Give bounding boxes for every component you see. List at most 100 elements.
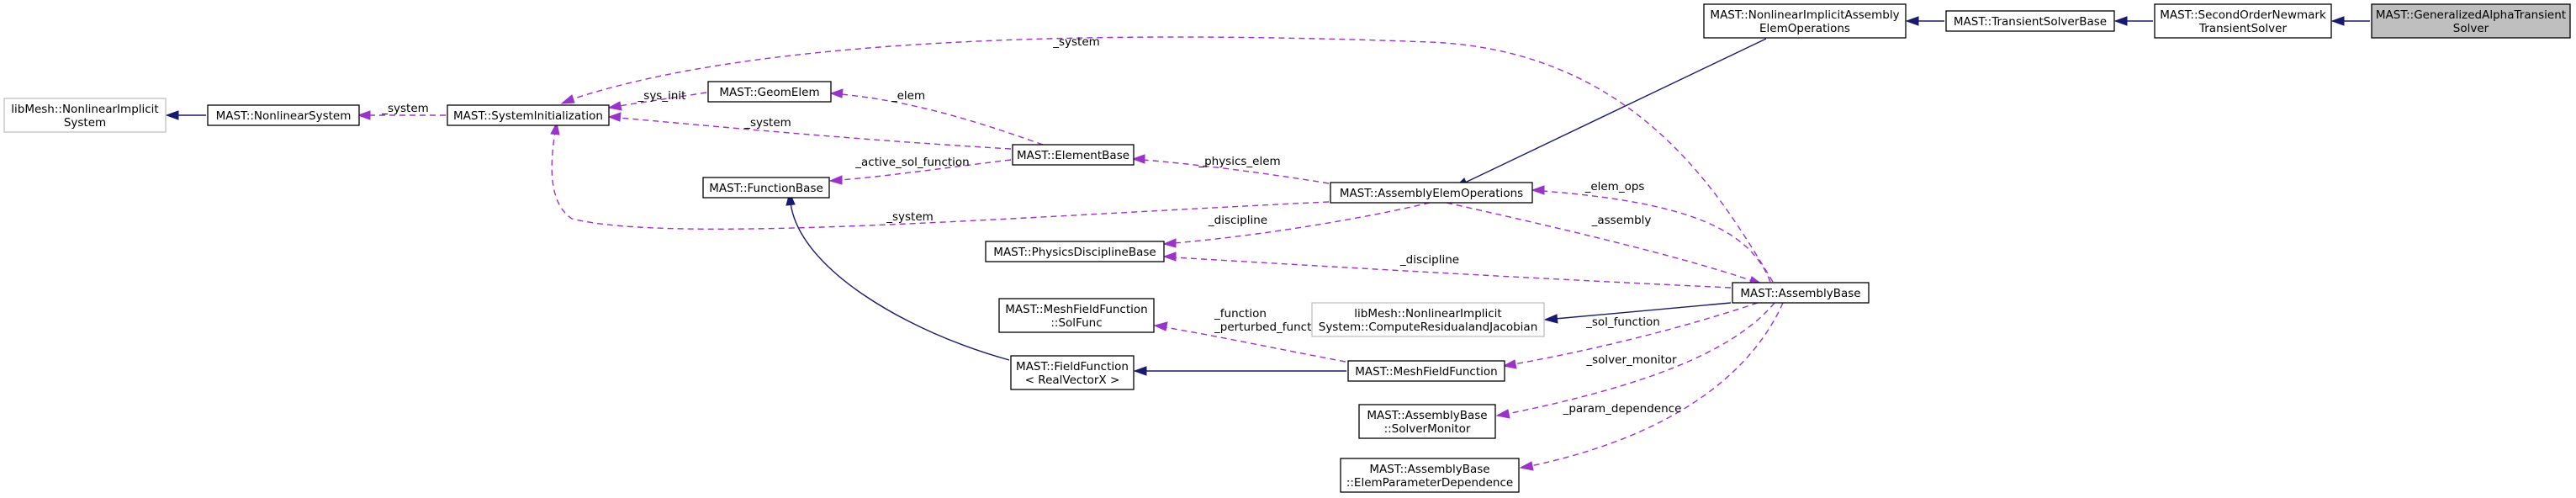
node-assembly-elem-operations[interactable]: MAST::AssemblyElemOperations: [1330, 182, 1533, 204]
edge-label-perturbed-function: _perturbed_function: [1214, 321, 1329, 334]
node-label: ::ElemParameterDependence: [1346, 476, 1513, 490]
node-system-initialization[interactable]: MAST::SystemInitialization: [447, 104, 610, 126]
node-label: MAST::SystemInitialization: [453, 109, 603, 123]
node-label: MAST::MeshFieldFunction: [1355, 365, 1497, 379]
node-label: MAST::NonlinearImplicitAssembly: [1710, 8, 1899, 22]
node-label: MAST::ElementBase: [1017, 149, 1129, 162]
node-box: [702, 177, 830, 199]
node-label: MAST::AssemblyElemOperations: [1340, 187, 1523, 200]
node-box: [1012, 144, 1135, 166]
node-box: [1340, 458, 1520, 493]
edge-usage-elem-ops: _elem_ops: [1531, 180, 1771, 283]
edge-inherit-libmesh-nonlinear-system: [165, 110, 206, 120]
edge-inherit-assembly-elem-operations: [1453, 38, 1767, 188]
edge-usage-param-dependence: _param_dependence: [1519, 302, 1784, 471]
node-box: [707, 81, 832, 103]
edge-usage-sol-function: _sol_function: [1502, 302, 1759, 369]
node-label: MAST::TransientSolverBase: [1954, 15, 2107, 29]
edge-usage-system-element: _system: [607, 112, 1012, 150]
node-label: < RealVectorX >: [1025, 374, 1120, 387]
edge-usage-solver-monitor: _solver_monitor: [1495, 302, 1775, 419]
node-label: libMesh::NonlinearImplicit: [11, 103, 158, 116]
node-element-base[interactable]: MAST::ElementBase: [1012, 144, 1135, 166]
node-box: [985, 241, 1165, 262]
node-label: MAST::FieldFunction: [1016, 360, 1129, 374]
node-label: ::SolverMonitor: [1384, 422, 1471, 436]
node-nonlinear-system[interactable]: MAST::NonlinearSystem: [207, 104, 360, 126]
node-box: [1330, 182, 1533, 204]
edge-inherit-second-order-newmark: [2330, 16, 2370, 26]
node-libmesh-compute-residual[interactable]: libMesh::NonlinearImplicitSystem::Comput…: [1311, 302, 1545, 337]
edge-label-assembly: _assembly: [1591, 214, 1652, 227]
edge-label-elem: _elem: [891, 89, 925, 103]
node-box: [447, 104, 610, 126]
edge-label-system-top: _system: [1052, 35, 1100, 49]
edge-usage-system-top: _system: [560, 35, 1774, 283]
node-box: [3, 98, 167, 133]
node-box: [998, 298, 1155, 333]
node-geom-elem[interactable]: MAST::GeomElem: [707, 81, 832, 103]
node-box: [2371, 3, 2571, 39]
node-label: ::SolFunc: [1050, 316, 1102, 330]
node-box: [1945, 10, 2115, 32]
node-label: MAST::PhysicsDisciplineBase: [993, 246, 1156, 259]
edge-usage-assembly: _assembly: [1446, 202, 1764, 285]
node-label: Solver: [2453, 22, 2489, 35]
node-label: libMesh::NonlinearImplicit: [1354, 307, 1501, 321]
edge-label-physics-elem: _physics_elem: [1198, 155, 1280, 168]
node-transient-solver-base[interactable]: MAST::TransientSolverBase: [1945, 10, 2115, 32]
edge-label-system-bottom: _system: [886, 210, 934, 224]
node-label: TransientSolver: [2198, 22, 2287, 35]
edge-inherit-nonlinear-implicit-assembly: [1905, 16, 1944, 26]
node-box: [1732, 282, 1870, 304]
edge-label-discipline-assembly: _discipline: [1399, 253, 1459, 267]
edge-usage-system-nonlinear: _system: [357, 102, 446, 120]
node-label: MAST::AssemblyBase: [1369, 463, 1489, 476]
node-label: MAST::FunctionBase: [709, 182, 823, 195]
node-mesh-field-function-solfunc[interactable]: MAST::MeshFieldFunction::SolFunc: [998, 298, 1155, 333]
edge-label-discipline-elemops: _discipline: [1208, 214, 1267, 227]
node-label: ElemOperations: [1759, 22, 1850, 35]
node-field-function[interactable]: MAST::FieldFunction< RealVectorX >: [1010, 355, 1135, 390]
node-nonlinear-implicit-assembly[interactable]: MAST::NonlinearImplicitAssemblyElemOpera…: [1703, 3, 1907, 39]
edge-usage-elem: _elem: [829, 88, 1044, 146]
edge-label-elem-ops: _elem_ops: [1584, 180, 1645, 193]
edge-inherit-field-function: [1133, 366, 1346, 376]
node-function-base[interactable]: MAST::FunctionBase: [702, 177, 830, 199]
node-box: [1311, 302, 1545, 337]
node-assembly-base[interactable]: MAST::AssemblyBase: [1732, 282, 1870, 304]
edge-label-sys-init: _sys_init: [637, 89, 686, 103]
edge-label-sol-function: _sol_function: [1585, 315, 1660, 329]
edge-inherit-function-base: [785, 191, 1010, 361]
edge-label-solver-monitor: _solver_monitor: [1585, 353, 1677, 367]
node-physics-discipline-base[interactable]: MAST::PhysicsDisciplineBase: [985, 241, 1165, 262]
node-label: MAST::GeomElem: [719, 86, 819, 99]
node-label: MAST::AssemblyBase: [1740, 287, 1860, 300]
node-box: [207, 104, 360, 126]
node-elem-parameter-dependence[interactable]: MAST::AssemblyBase::ElemParameterDepende…: [1340, 458, 1520, 493]
node-label: MAST::NonlinearSystem: [216, 109, 352, 123]
edge-label-function: _function: [1214, 307, 1267, 321]
node-solver-monitor[interactable]: MAST::AssemblyBase::SolverMonitor: [1358, 404, 1496, 439]
node-box: [1347, 360, 1505, 382]
edge-usage-physics-elem: _physics_elem: [1131, 154, 1330, 184]
edge-usage-discipline-assembly: _discipline: [1162, 252, 1732, 289]
node-label: MAST::AssemblyBase: [1367, 409, 1487, 422]
node-box: [2154, 3, 2332, 39]
edge-inherit-compute-residual: [1543, 302, 1732, 324]
edge-label-active-sol-function: _active_sol_function: [854, 156, 969, 169]
edge-usage-sys-init: _sys_init: [607, 89, 707, 111]
node-label: System: [64, 116, 106, 130]
edge-usage-active-sol-function: _active_sol_function: [828, 156, 1012, 185]
edge-label-param-dependence: _param_dependence: [1563, 402, 1682, 416]
node-label: MAST::MeshFieldFunction: [1005, 303, 1147, 316]
edge-usage-discipline-elemops: _discipline: [1162, 202, 1431, 248]
node-mesh-field-function[interactable]: MAST::MeshFieldFunction: [1347, 360, 1505, 382]
edge-inherit-transient-solver-base: [2113, 16, 2153, 26]
edge-label-system-nonlinear: _system: [381, 102, 429, 115]
